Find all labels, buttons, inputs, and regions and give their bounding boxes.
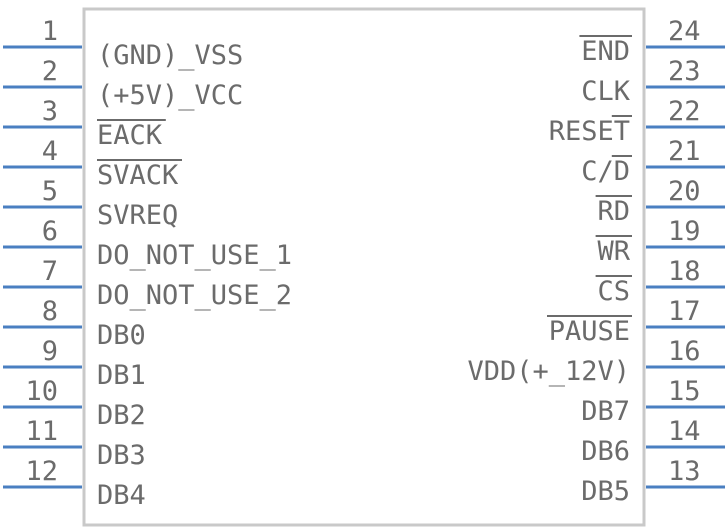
pin-6: 6DO_NOT_USE_1 <box>3 216 292 271</box>
pin-number: 15 <box>668 376 701 407</box>
pin-number: 17 <box>668 296 701 327</box>
pin-label: RESET <box>549 116 630 147</box>
pin-label: EACK <box>97 120 163 151</box>
pin-number: 4 <box>42 136 58 167</box>
pin-label: WR <box>597 236 630 267</box>
pin-number: 2 <box>42 56 58 87</box>
pin-number: 16 <box>668 336 701 367</box>
pin-number: 13 <box>668 456 701 487</box>
pin-label: END <box>581 36 630 67</box>
pin-label: DB7 <box>581 396 630 427</box>
ic-body-outline <box>82 7 646 527</box>
pin-7: 7DO_NOT_USE_2 <box>3 256 292 311</box>
pin-label: DB3 <box>97 440 146 471</box>
pin-number: 10 <box>25 376 58 407</box>
pin-label: CLK <box>581 76 631 107</box>
pin-label: DO_NOT_USE_1 <box>97 240 292 271</box>
pin-number: 11 <box>25 416 58 447</box>
pin-label: DB5 <box>581 476 630 507</box>
pin-number: 12 <box>25 456 58 487</box>
pin-number: 5 <box>42 176 58 207</box>
pin-1: 1 (GND)_VSS <box>3 16 243 71</box>
pin-label: DO_NOT_USE_2 <box>97 280 292 311</box>
pin-label: DB4 <box>97 480 146 511</box>
pin-number: 23 <box>668 56 701 87</box>
pin-label: VDD(+_12V) <box>467 356 630 387</box>
pin-label: DB6 <box>581 436 630 467</box>
pin-number: 14 <box>668 416 701 447</box>
left-pin-group: 1(GND)_VSS2(+5V)_VCC3EACK4SVACK5SVREQ6DO… <box>3 16 292 511</box>
pin-label: DB1 <box>97 360 146 391</box>
pin-label: CS <box>597 276 630 307</box>
pin-2: 2 (+5V)_VCC <box>3 56 243 111</box>
pin-number: 21 <box>668 136 701 167</box>
pin-number: 18 <box>668 256 701 287</box>
pin-label: SVACK <box>97 160 179 191</box>
pin-number: 24 <box>668 16 701 47</box>
right-pin-group: 24END23CLK22RESET21C/D20RD19WR18CS17PAUS… <box>467 16 725 507</box>
pin-number: 8 <box>42 296 58 327</box>
pin-label: (GND)_VSS <box>97 40 243 71</box>
pin-label: RD <box>597 196 630 227</box>
pin-label: SVREQ <box>97 200 178 231</box>
pin-number: 3 <box>42 96 58 127</box>
pin-label: (+5V)_VCC <box>97 80 243 111</box>
pin-number: 9 <box>42 336 58 367</box>
pin-number: 1 <box>42 16 58 47</box>
pin-number: 6 <box>42 216 58 247</box>
pin-number: 19 <box>668 216 701 247</box>
pin-number: 20 <box>668 176 701 207</box>
pin-label: DB0 <box>97 320 146 351</box>
pin-number: 7 <box>42 256 58 287</box>
pin-label: C/D <box>581 156 630 187</box>
pin-number: 22 <box>668 96 701 127</box>
pin-label: PAUSE <box>549 316 630 347</box>
pin-label: DB2 <box>97 400 146 431</box>
pin-21: 21C/D <box>581 136 725 187</box>
